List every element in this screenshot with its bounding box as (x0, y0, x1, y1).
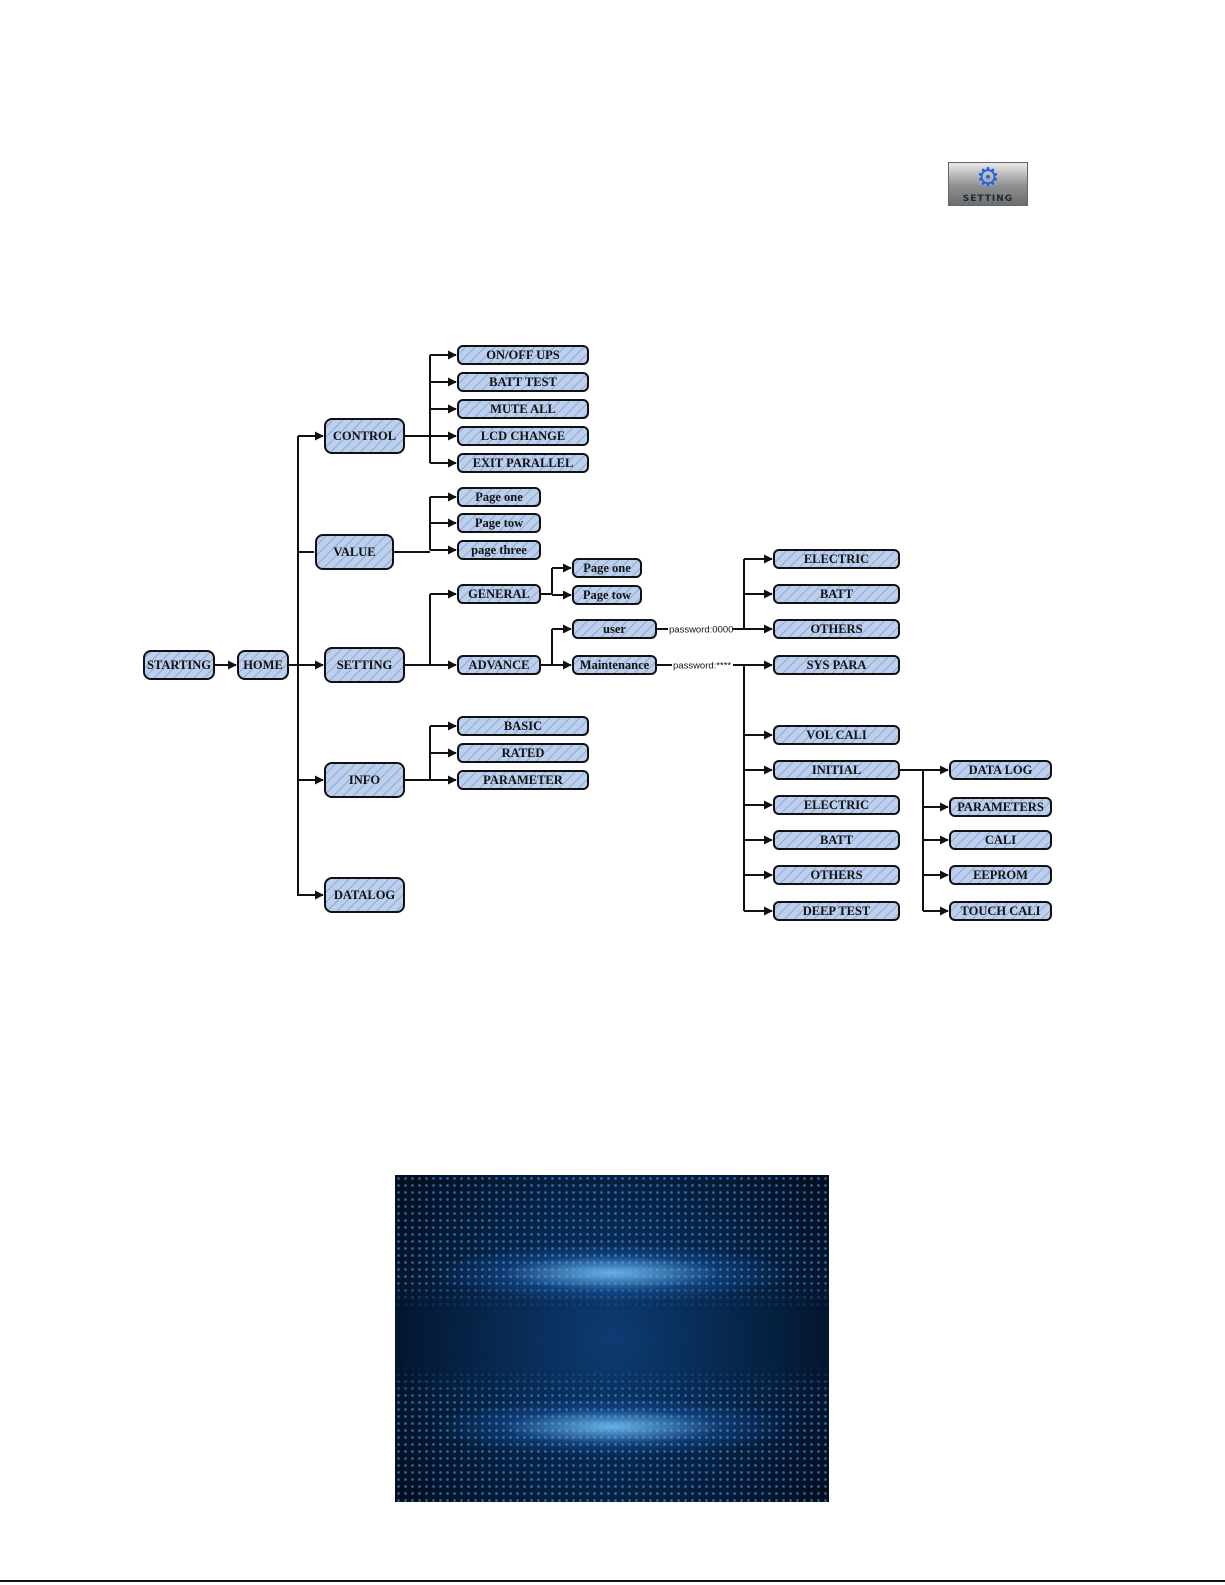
menu-tree-diagram: password:0000 password:**** STARTING HOM… (143, 345, 1052, 921)
svg-text:Page one: Page one (475, 490, 523, 504)
control-item: MUTE ALL (457, 399, 589, 419)
svg-text:HOME: HOME (243, 658, 283, 672)
svg-text:TOUCH CALI: TOUCH CALI (961, 904, 1041, 918)
node-setting: SETTING (324, 647, 405, 683)
node-starting: STARTING (143, 650, 215, 680)
maintenance-menu-item: BATT (773, 830, 900, 850)
initial-menu-item: CALI (949, 830, 1052, 850)
maintenance-menu-item: SYS PARA (773, 655, 900, 675)
node-info: INFO (324, 762, 405, 798)
svg-text:BATT: BATT (820, 587, 854, 601)
info-item: RATED (457, 743, 589, 763)
node-home: HOME (237, 650, 289, 680)
maintenance-menu-item: OTHERS (773, 865, 900, 885)
node-user: user (572, 619, 657, 639)
node-general: GENERAL (457, 584, 541, 604)
initial-menu-item: EEPROM (949, 865, 1052, 885)
svg-text:VOL CALI: VOL CALI (806, 728, 867, 742)
control-item: ON/OFF UPS (457, 345, 589, 365)
svg-text:INFO: INFO (349, 773, 381, 787)
gear-icon: ⚙ (976, 163, 1000, 193)
svg-text:user: user (603, 622, 626, 636)
user-menu-item: ELECTRIC (773, 549, 900, 569)
svg-text:Maintenance: Maintenance (580, 658, 650, 672)
info-item: PARAMETER (457, 770, 589, 790)
setting-icon: ⚙ SETTING (948, 162, 1028, 206)
svg-text:OTHERS: OTHERS (810, 622, 862, 636)
svg-text:DEEP TEST: DEEP TEST (803, 904, 871, 918)
svg-text:SETTING: SETTING (337, 658, 393, 672)
control-item: LCD CHANGE (457, 426, 589, 446)
svg-text:ELECTRIC: ELECTRIC (804, 798, 869, 812)
user-menu-item: OTHERS (773, 619, 900, 639)
general-item: Page one (572, 558, 642, 578)
value-item: Page one (457, 487, 541, 507)
user-menu-item: BATT (773, 584, 900, 604)
svg-text:MUTE ALL: MUTE ALL (490, 402, 556, 416)
node-datalog: DATALOG (324, 877, 405, 913)
svg-text:CONTROL: CONTROL (333, 429, 396, 443)
svg-text:EEPROM: EEPROM (973, 868, 1028, 882)
svg-text:PARAMETERS: PARAMETERS (957, 800, 1044, 814)
node-advance: ADVANCE (457, 655, 541, 675)
svg-text:VALUE: VALUE (333, 545, 375, 559)
svg-text:Page tow: Page tow (583, 588, 631, 602)
svg-text:LCD CHANGE: LCD CHANGE (481, 429, 565, 443)
info-item: BASIC (457, 716, 589, 736)
svg-text:PARAMETER: PARAMETER (483, 773, 564, 787)
svg-text:STARTING: STARTING (147, 658, 211, 672)
svg-text:BATT TEST: BATT TEST (489, 375, 557, 389)
initial-menu-item: TOUCH CALI (949, 901, 1052, 921)
initial-menu-item: DATA LOG (949, 760, 1052, 780)
svg-text:Page one: Page one (583, 561, 631, 575)
control-item: EXIT PARALLEL (457, 453, 589, 473)
maintenance-menu-item: DEEP TEST (773, 901, 900, 921)
node-maintenance: Maintenance (572, 655, 657, 675)
svg-text:ADVANCE: ADVANCE (469, 658, 530, 672)
svg-text:BATT: BATT (820, 833, 854, 847)
svg-text:BASIC: BASIC (504, 719, 542, 733)
svg-text:DATALOG: DATALOG (334, 888, 396, 902)
svg-text:EXIT PARALLEL: EXIT PARALLEL (473, 456, 574, 470)
node-value: VALUE (315, 534, 394, 570)
maintenance-menu-item: INITIAL (773, 760, 900, 780)
control-item: BATT TEST (457, 372, 589, 392)
svg-text:Page tow: Page tow (475, 516, 523, 530)
initial-menu-item: PARAMETERS (949, 797, 1052, 817)
svg-text:page three: page three (471, 543, 527, 557)
svg-text:ELECTRIC: ELECTRIC (804, 552, 869, 566)
general-item: Page tow (572, 585, 642, 605)
maintenance-password-label: password:**** (673, 661, 731, 672)
background-image (395, 1175, 829, 1502)
svg-text:SYS PARA: SYS PARA (807, 658, 867, 672)
connector-lines (214, 350, 949, 916)
svg-text:INITIAL: INITIAL (812, 763, 861, 777)
bottom-divider (0, 1580, 1225, 1582)
user-password-label: password:0000 (669, 625, 733, 636)
node-control: CONTROL (324, 418, 405, 454)
value-item: Page tow (457, 513, 541, 533)
svg-text:CALI: CALI (985, 833, 1016, 847)
svg-text:DATA LOG: DATA LOG (969, 763, 1033, 777)
svg-text:ON/OFF UPS: ON/OFF UPS (486, 348, 560, 362)
setting-icon-label: SETTING (962, 194, 1014, 204)
value-item: page three (457, 540, 541, 560)
svg-text:OTHERS: OTHERS (810, 868, 862, 882)
maintenance-menu-item: VOL CALI (773, 725, 900, 745)
maintenance-menu-item: ELECTRIC (773, 795, 900, 815)
svg-text:RATED: RATED (502, 746, 545, 760)
svg-text:GENERAL: GENERAL (468, 587, 530, 601)
